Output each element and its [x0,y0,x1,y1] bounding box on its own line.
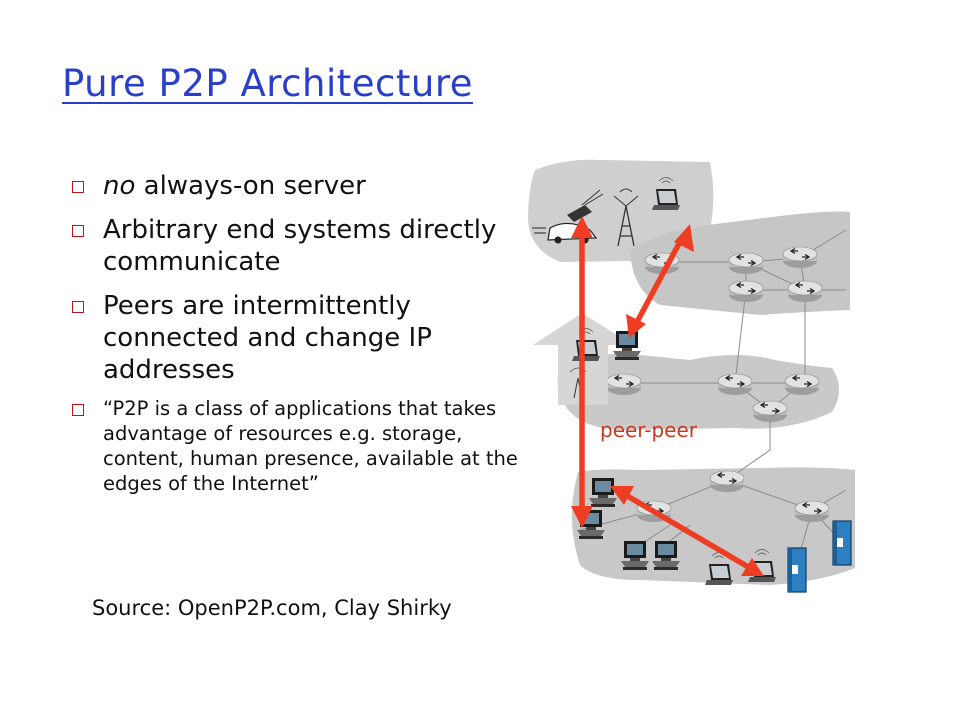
bullet-list: no always-on server Arbitrary end system… [72,170,532,496]
bullet-text: Arbitrary end systems directly communica… [103,215,497,277]
router-icon [782,246,818,269]
router-icon [728,280,764,303]
slide-title: Pure P2P Architecture [62,62,473,105]
cell-tower-icon [613,188,639,247]
bullet-item: “P2P is a class of applications that tak… [72,396,532,496]
bullet-item: Peers are intermittently connected and c… [72,290,532,386]
router-icon [606,373,642,396]
router-icon [709,470,745,493]
router-icon [794,500,830,523]
bullet-text: Peers are intermittently connected and c… [103,291,432,385]
arrowheads [571,216,764,576]
checkbox-bullet-icon [72,301,84,313]
router-icon [787,280,823,303]
server-icon [832,520,852,566]
router-icon [752,400,788,423]
router-icon [717,373,753,396]
bullet-item: Arbitrary end systems directly communica… [72,214,532,278]
peer-peer-label: peer-peer [600,418,697,442]
server-icon [787,547,807,593]
desktop-pc-icon [652,541,680,570]
router-icon [784,373,820,396]
checkbox-bullet-icon [72,404,84,416]
bullet-text: “P2P is a class of applications that tak… [103,397,518,495]
cellphone-icon [567,189,604,222]
bullet-text: always-on server [135,171,366,201]
source-citation: Source: OpenP2P.com, Clay Shirky [92,596,452,620]
checkbox-bullet-icon [72,181,84,193]
desktop-pc-icon [613,331,641,360]
checkbox-bullet-icon [72,225,84,237]
desktop-pc-icon [589,478,617,507]
bullet-item: no always-on server [72,170,532,202]
desktop-pc-icon [621,541,649,570]
bullet-emphasis: no [103,171,136,201]
peer-peer-arrows [579,232,752,571]
router-icon [728,252,764,275]
